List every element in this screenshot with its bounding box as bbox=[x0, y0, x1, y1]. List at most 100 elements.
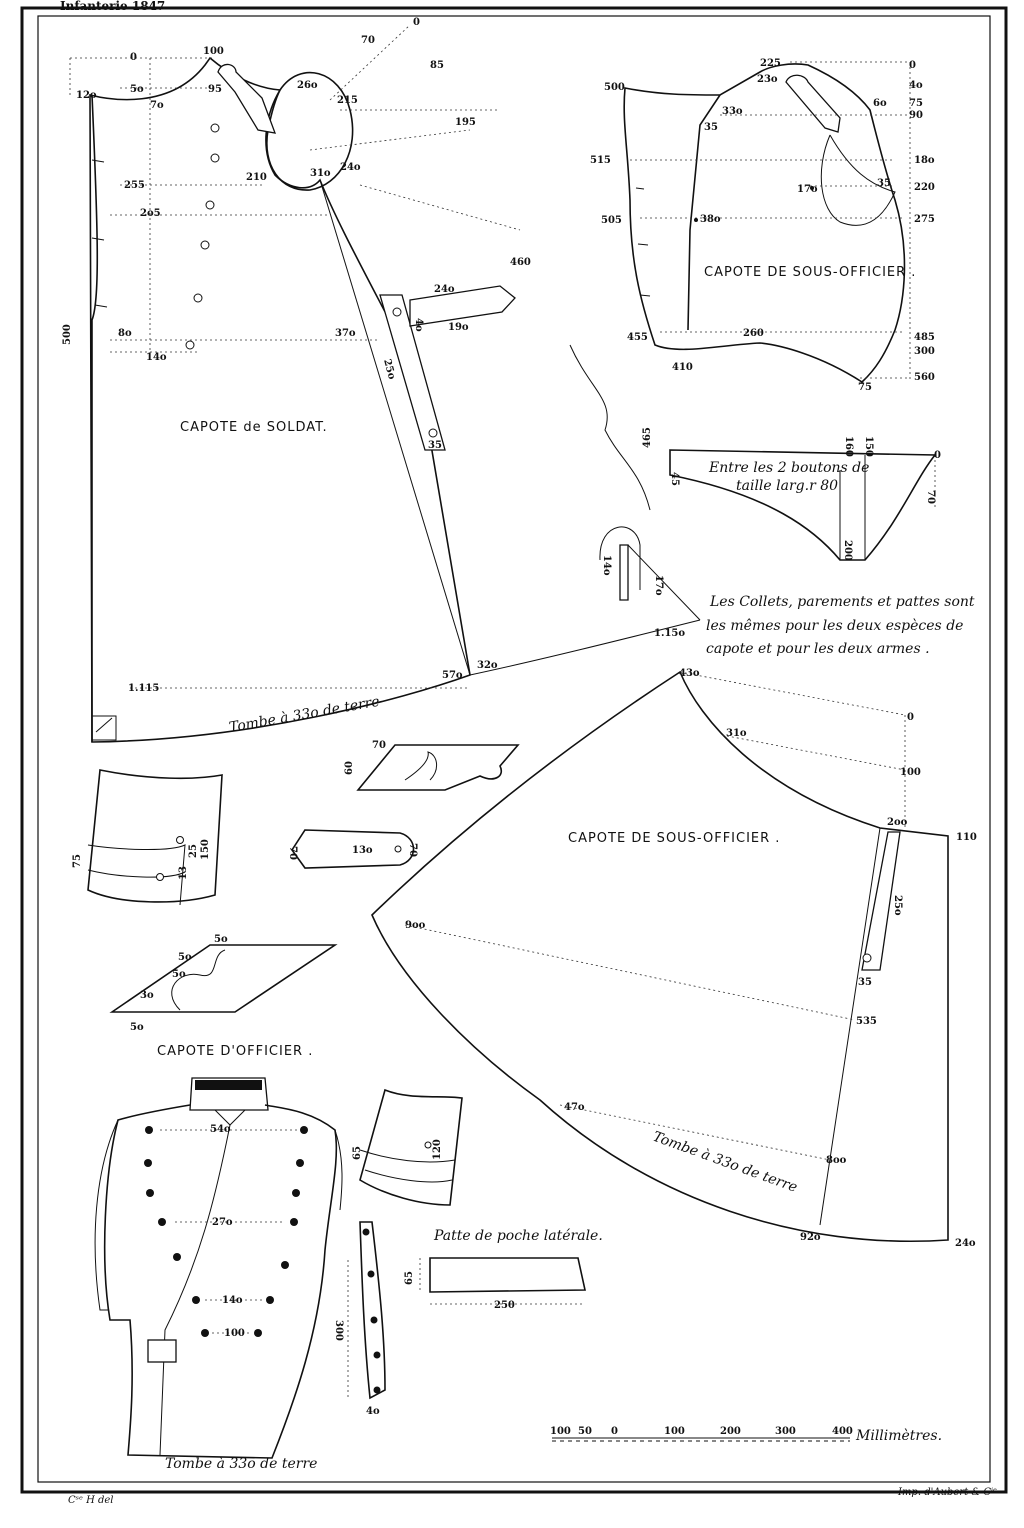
svg-text:250: 250 bbox=[494, 1300, 515, 1311]
svg-text:43o: 43o bbox=[679, 668, 700, 679]
svg-text:460: 460 bbox=[510, 257, 531, 268]
svg-text:57o: 57o bbox=[442, 670, 463, 681]
label-tombe-sous-officier: Tombe à 33o de terre bbox=[651, 1129, 800, 1196]
svg-text:95: 95 bbox=[208, 84, 222, 95]
svg-text:300: 300 bbox=[914, 346, 935, 357]
svg-text:0: 0 bbox=[907, 712, 914, 723]
svg-text:7o: 7o bbox=[150, 100, 164, 111]
svg-text:2oo: 2oo bbox=[887, 817, 908, 828]
svg-text:195: 195 bbox=[455, 117, 476, 128]
label-entre-boutons-1: Entre les 2 boutons de bbox=[708, 460, 869, 476]
svg-text:160: 160 bbox=[843, 436, 854, 457]
svg-text:1.15o: 1.15o bbox=[654, 628, 685, 639]
svg-text:24o: 24o bbox=[434, 284, 455, 295]
capote-soldat-pattern bbox=[69, 24, 701, 743]
svg-text:100: 100 bbox=[224, 1328, 245, 1339]
svg-text:31o: 31o bbox=[726, 728, 747, 739]
svg-text:65: 65 bbox=[404, 1271, 415, 1285]
svg-text:12o: 12o bbox=[76, 90, 97, 101]
label-capote-officier: CAPOTE D'OFFICIER . bbox=[157, 1044, 313, 1059]
svg-text:225: 225 bbox=[760, 58, 781, 69]
svg-text:455: 455 bbox=[627, 332, 648, 343]
svg-text:33o: 33o bbox=[722, 106, 743, 117]
svg-text:70: 70 bbox=[925, 490, 936, 504]
svg-text:35: 35 bbox=[704, 122, 718, 133]
svg-text:5o: 5o bbox=[178, 952, 192, 963]
outer-frame bbox=[20, 6, 1008, 1494]
svg-text:150: 150 bbox=[200, 839, 211, 860]
svg-text:18o: 18o bbox=[914, 155, 935, 166]
svg-text:70: 70 bbox=[372, 740, 386, 751]
svg-text:505: 505 bbox=[601, 215, 622, 226]
collar-piece: 70 60 bbox=[344, 740, 520, 791]
label-millimetres: Millimètres. bbox=[855, 1428, 942, 1444]
svg-text:100: 100 bbox=[900, 767, 921, 778]
svg-text:70: 70 bbox=[361, 35, 375, 46]
svg-text:60: 60 bbox=[344, 761, 355, 775]
svg-text:4o: 4o bbox=[909, 80, 923, 91]
svg-text:4o: 4o bbox=[413, 318, 424, 332]
svg-text:70: 70 bbox=[407, 843, 418, 857]
svg-text:24o: 24o bbox=[955, 1238, 976, 1249]
svg-text:35: 35 bbox=[428, 440, 442, 451]
svg-text:9oo: 9oo bbox=[405, 920, 426, 931]
svg-text:26o: 26o bbox=[297, 80, 318, 91]
svg-text:23o: 23o bbox=[757, 74, 778, 85]
officer-coat-illustration: 54o 27o 14o 100 bbox=[94, 1077, 343, 1459]
svg-text:515: 515 bbox=[590, 155, 611, 166]
svg-text:54o: 54o bbox=[210, 1124, 231, 1135]
svg-text:75: 75 bbox=[909, 98, 923, 109]
svg-text:25o: 25o bbox=[892, 895, 903, 916]
svg-text:0: 0 bbox=[130, 52, 137, 63]
svg-text:410: 410 bbox=[672, 362, 693, 373]
svg-text:100: 100 bbox=[550, 1426, 571, 1437]
svg-text:110: 110 bbox=[956, 832, 977, 843]
inner-frame bbox=[37, 15, 991, 1483]
svg-text:70: 70 bbox=[287, 846, 298, 860]
svg-text:17o: 17o bbox=[797, 184, 818, 195]
svg-text:500: 500 bbox=[62, 324, 73, 345]
officer-cuff-illustration: 65 120 bbox=[352, 1088, 463, 1206]
svg-text:500: 500 bbox=[604, 82, 625, 93]
label-entre-boutons-2: taille larg.r 80 bbox=[736, 478, 838, 494]
svg-text:6o: 6o bbox=[873, 98, 887, 109]
svg-text:485: 485 bbox=[914, 332, 935, 343]
svg-text:100: 100 bbox=[664, 1426, 685, 1437]
svg-text:13: 13 bbox=[178, 866, 189, 880]
capote-sous-officier-pattern bbox=[623, 61, 911, 384]
svg-text:75: 75 bbox=[858, 382, 872, 393]
svg-text:465: 465 bbox=[642, 427, 653, 448]
svg-text:560: 560 bbox=[914, 372, 935, 383]
officer-facing-strip: 300 4o bbox=[333, 1221, 386, 1417]
label-tombe-soldat: Tombe à 33o de terre bbox=[228, 694, 381, 736]
capote-soldat-dims: 0 100 70 0 85 12o 5o 95 26o 215 7o 195 2… bbox=[62, 17, 685, 694]
svg-text:32o: 32o bbox=[477, 660, 498, 671]
svg-text:25: 25 bbox=[188, 844, 199, 858]
svg-text:65: 65 bbox=[352, 1146, 363, 1160]
svg-text:50: 50 bbox=[578, 1426, 592, 1437]
label-patte-poche: Patte de poche latérale. bbox=[433, 1228, 603, 1244]
footer-left: Cˢᵉ H del bbox=[68, 1495, 114, 1506]
svg-text:300: 300 bbox=[333, 1320, 344, 1341]
svg-text:17o: 17o bbox=[653, 575, 664, 596]
svg-text:35: 35 bbox=[858, 977, 872, 988]
svg-text:37o: 37o bbox=[335, 328, 356, 339]
svg-text:400: 400 bbox=[832, 1426, 853, 1437]
svg-text:150: 150 bbox=[863, 436, 874, 457]
svg-text:5o: 5o bbox=[172, 969, 186, 980]
capote-sous-officier-dims: 225 23o 0 4o 75 90 500 33o 35 6o 515 18o… bbox=[590, 58, 935, 393]
svg-text:200: 200 bbox=[842, 540, 853, 561]
svg-text:220: 220 bbox=[914, 182, 935, 193]
sous-officier-skirt-dims: 43o 0 31o 100 2oo 110 9oo 25o 35 535 47o… bbox=[405, 668, 977, 1249]
label-collets-2: les mêmes pour les deux espèces de bbox=[706, 618, 963, 634]
svg-text:14o: 14o bbox=[222, 1295, 243, 1306]
svg-text:5o: 5o bbox=[130, 84, 144, 95]
label-collets-1: Les Collets, parements et pattes sont bbox=[709, 594, 975, 610]
label-collets-3: capote et pour les deux armes . bbox=[706, 641, 930, 657]
svg-text:13o: 13o bbox=[352, 845, 373, 856]
svg-text:0: 0 bbox=[413, 17, 420, 28]
svg-text:260: 260 bbox=[743, 328, 764, 339]
svg-text:35: 35 bbox=[877, 178, 891, 189]
svg-text:0: 0 bbox=[934, 450, 941, 461]
